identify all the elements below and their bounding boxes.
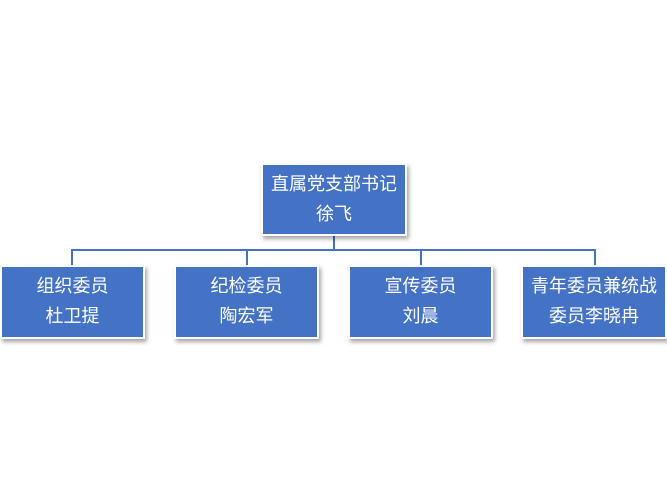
member-name: 杜卫提	[45, 306, 100, 327]
root-title: 直属党支部书记	[271, 173, 397, 195]
member-title: 青年委员兼统战	[531, 276, 657, 297]
member-title: 宣传委员	[384, 276, 457, 297]
member-node-youth: 青年委员兼统战 委员李晓冉	[521, 265, 667, 339]
member-node-organization: 组织委员 杜卫提	[0, 265, 145, 339]
root-name: 徐飞	[316, 203, 352, 225]
member-title: 纪检委员	[210, 276, 283, 297]
member-node-discipline: 纪检委员 陶宏军	[174, 265, 319, 339]
root-node: 直属党支部书记 徐飞	[261, 163, 407, 236]
member-name: 陶宏军	[219, 306, 274, 327]
member-name: 委员李晓冉	[549, 306, 639, 327]
member-title: 组织委员	[36, 276, 109, 297]
member-node-publicity: 宣传委员 刘晨	[348, 265, 493, 339]
member-name: 刘晨	[402, 306, 439, 327]
